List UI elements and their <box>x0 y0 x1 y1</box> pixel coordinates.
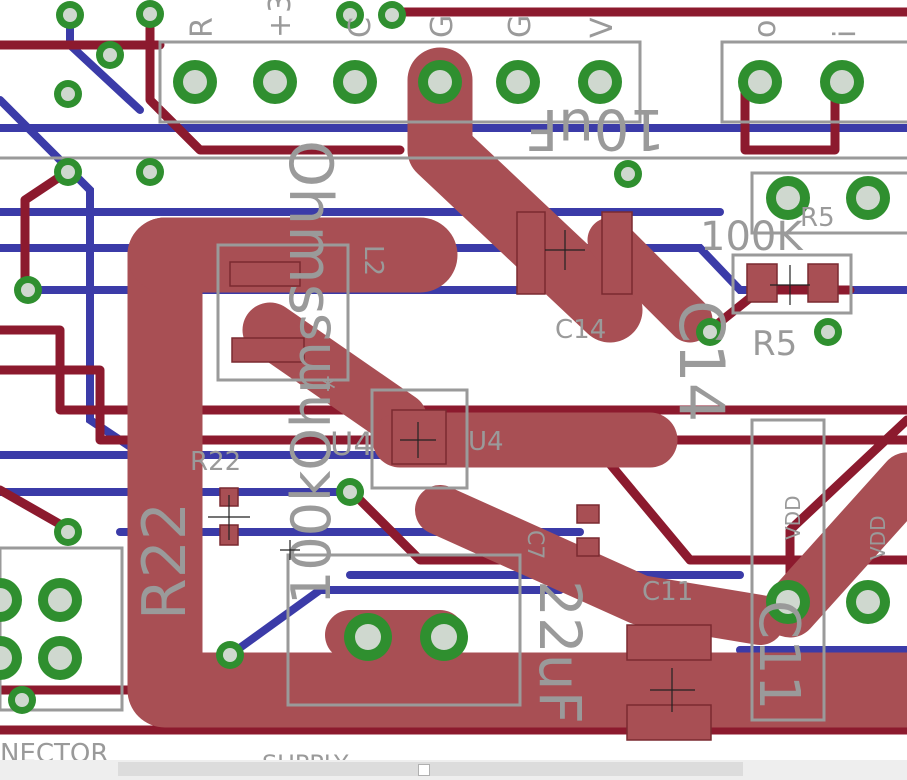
l2-pad-bottom <box>231 337 305 363</box>
supply-pad-1 <box>344 613 392 661</box>
via-1 <box>56 1 84 29</box>
c11-pad-top <box>626 624 712 661</box>
via-7 <box>14 276 42 304</box>
vdd-label-1: VDD <box>781 496 805 540</box>
via-13 <box>336 478 364 506</box>
silkscreen-labels: R +3 C G G V o i 10uF 100K R5 R5 Ohms L2… <box>0 0 890 778</box>
vdd-label-2: VDD <box>866 516 890 560</box>
via-8 <box>336 1 364 29</box>
u4-pad <box>391 409 447 465</box>
r5-name-label-small: R5 <box>800 203 835 233</box>
vdd-pad-1 <box>766 580 810 624</box>
via-4 <box>54 80 82 108</box>
header-pin-label-3v3: +3 <box>263 0 298 38</box>
header-pin-label-g1: G <box>425 15 460 38</box>
c7-name-label: C7 <box>522 530 547 559</box>
c7-pad-bottom <box>576 537 600 557</box>
c11-name-label-small: C11 <box>642 577 693 607</box>
l2-value-label: Ohms <box>275 140 345 315</box>
c7-pad-top <box>576 504 600 524</box>
c14-name-label-small: C14 <box>555 315 606 345</box>
vdd-pad-2 <box>846 580 890 624</box>
header-pin-label-r: R <box>185 17 220 38</box>
header-pad-r <box>173 60 217 104</box>
c11-value-label: 22uF <box>526 580 594 724</box>
connector-pad-2 <box>38 578 82 622</box>
r22-name-label: R22 <box>130 502 200 620</box>
r5-pad-right <box>807 263 839 303</box>
silkscreen-outlines <box>0 40 907 722</box>
header-pad-c <box>333 60 377 104</box>
via-2 <box>136 0 164 28</box>
r5-value-label: 100K <box>700 214 804 260</box>
horizontal-scrollbar[interactable] <box>0 760 907 780</box>
supply-pad-2 <box>420 613 468 661</box>
via-9 <box>378 1 406 29</box>
c14-pad-right <box>601 211 633 295</box>
r22-value-label: 100kOhms <box>280 313 343 605</box>
via-5 <box>54 158 82 186</box>
connector-pad-1 <box>0 578 22 622</box>
u4-name-label-small: U4 <box>468 427 504 457</box>
c11-name-label: C11 <box>746 600 811 710</box>
header-pad-g1 <box>418 60 462 104</box>
c14-pad-left <box>516 211 546 295</box>
scrollbar-thumb[interactable] <box>418 764 431 776</box>
via-3 <box>96 41 124 69</box>
via-11 <box>696 318 724 346</box>
c11-pad-bottom <box>626 704 712 741</box>
via-12 <box>814 318 842 346</box>
r5-name-label: R5 <box>752 324 797 364</box>
header2-pad-o <box>738 60 782 104</box>
c14-value-label: 10uF <box>526 96 665 161</box>
via-10 <box>614 160 642 188</box>
r5-pad-left <box>746 263 778 303</box>
via-16 <box>8 686 36 714</box>
r5-tht-pad-left <box>766 176 810 220</box>
header-pin-label-c: C <box>343 17 378 38</box>
header2-pin-label-i: i <box>828 30 863 38</box>
vias[interactable] <box>0 0 890 714</box>
u4-name-label: U4 <box>330 425 374 463</box>
u4-marker: * <box>320 370 336 408</box>
header-pin-label-v: V <box>585 17 620 38</box>
r5-tht-pad-right <box>846 176 890 220</box>
header-pad-3v3 <box>253 60 297 104</box>
header-pad-g2 <box>496 60 540 104</box>
header2-pin-label-o: o <box>748 20 783 38</box>
smd-pads <box>219 211 839 741</box>
l2-pad-top <box>229 261 301 287</box>
r22-name-label-small: R22 <box>190 447 241 477</box>
header-pad-v <box>578 60 622 104</box>
header-pin-label-g2: G <box>503 15 538 38</box>
header2-pad-i <box>820 60 864 104</box>
via-14 <box>54 518 82 546</box>
connector-pad-3 <box>0 636 22 680</box>
scrollbar-track[interactable] <box>118 762 743 776</box>
connector-pad-4 <box>38 636 82 680</box>
c14-name-label: C14 <box>665 300 738 422</box>
origin-crosshairs <box>208 230 810 712</box>
via-15 <box>216 641 244 669</box>
l2-name-label: L2 <box>358 245 388 276</box>
via-6 <box>136 158 164 186</box>
